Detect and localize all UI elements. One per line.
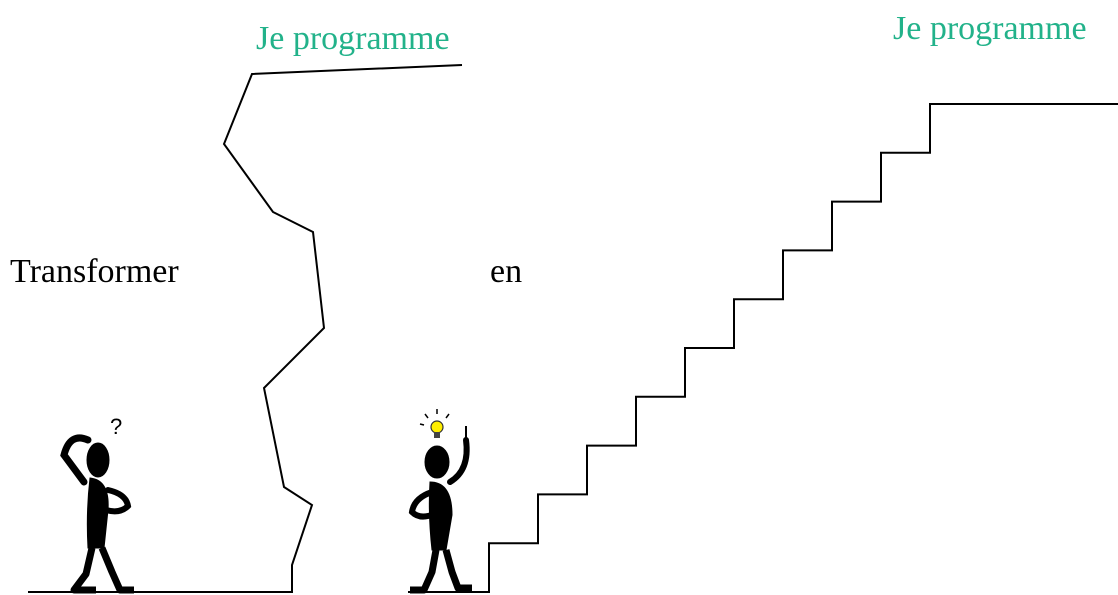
right-goal-label: Je programme: [893, 10, 1087, 47]
transform-label: Transformer: [10, 253, 179, 290]
left-goal-label: Je programme: [256, 20, 450, 57]
lightbulb-icon: [419, 409, 450, 438]
confused-figure: ?: [60, 414, 134, 594]
connector-label: en: [490, 253, 523, 290]
jagged-cliff: [28, 64, 463, 593]
staircase: [408, 103, 1118, 593]
idea-figure: [408, 409, 472, 594]
question-mark-icon: ?: [110, 414, 122, 439]
